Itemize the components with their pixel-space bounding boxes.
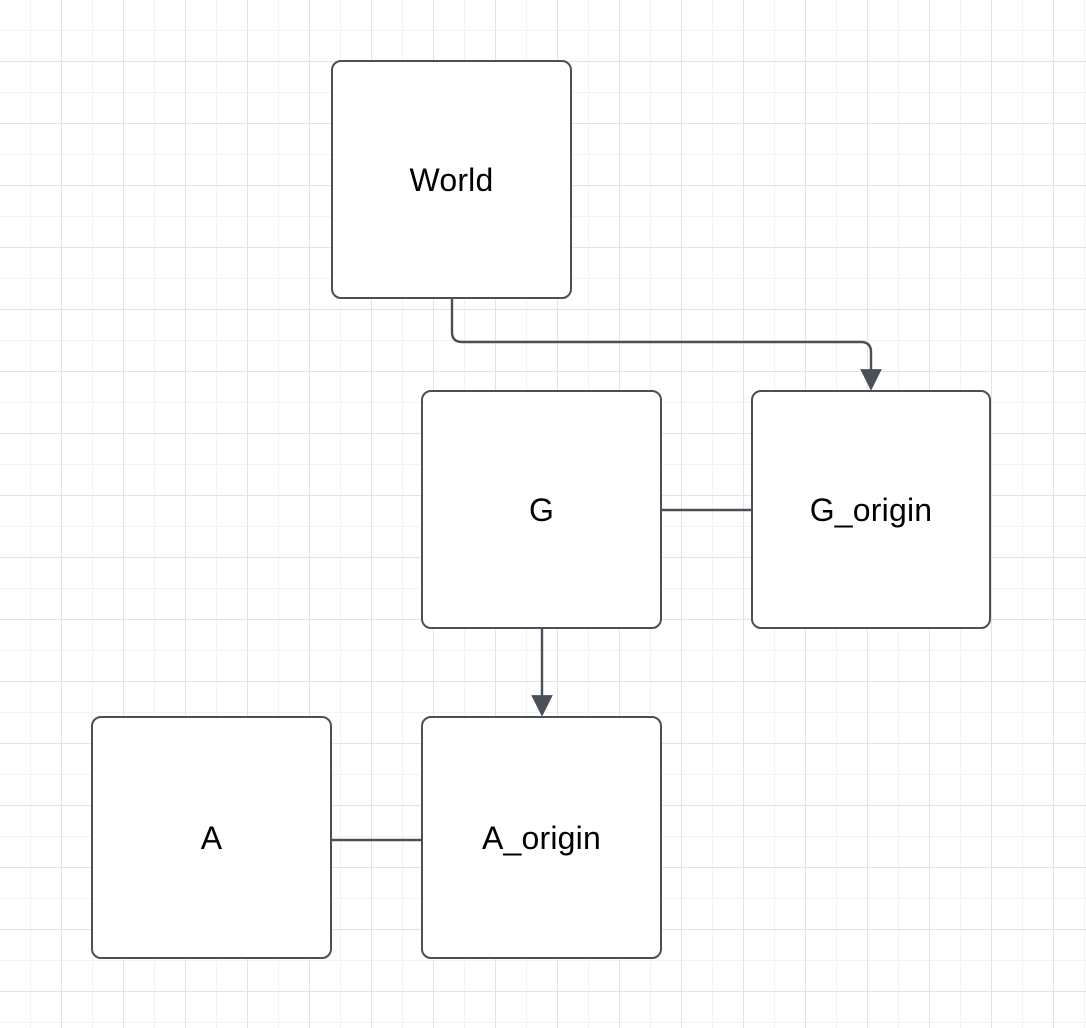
node-g[interactable]: G [421, 390, 662, 629]
node-g-origin-label: G_origin [809, 491, 933, 528]
node-a-origin-label: A_origin [481, 819, 601, 856]
node-g-origin[interactable]: G_origin [751, 390, 991, 629]
node-a-label: A [200, 819, 223, 856]
node-world-label: World [409, 161, 494, 198]
node-a[interactable]: A [91, 716, 332, 959]
node-g-label: G [528, 491, 555, 528]
node-world[interactable]: World [331, 60, 572, 299]
edge-world-to-g-origin [450, 299, 882, 391]
node-a-origin[interactable]: A_origin [421, 716, 662, 959]
